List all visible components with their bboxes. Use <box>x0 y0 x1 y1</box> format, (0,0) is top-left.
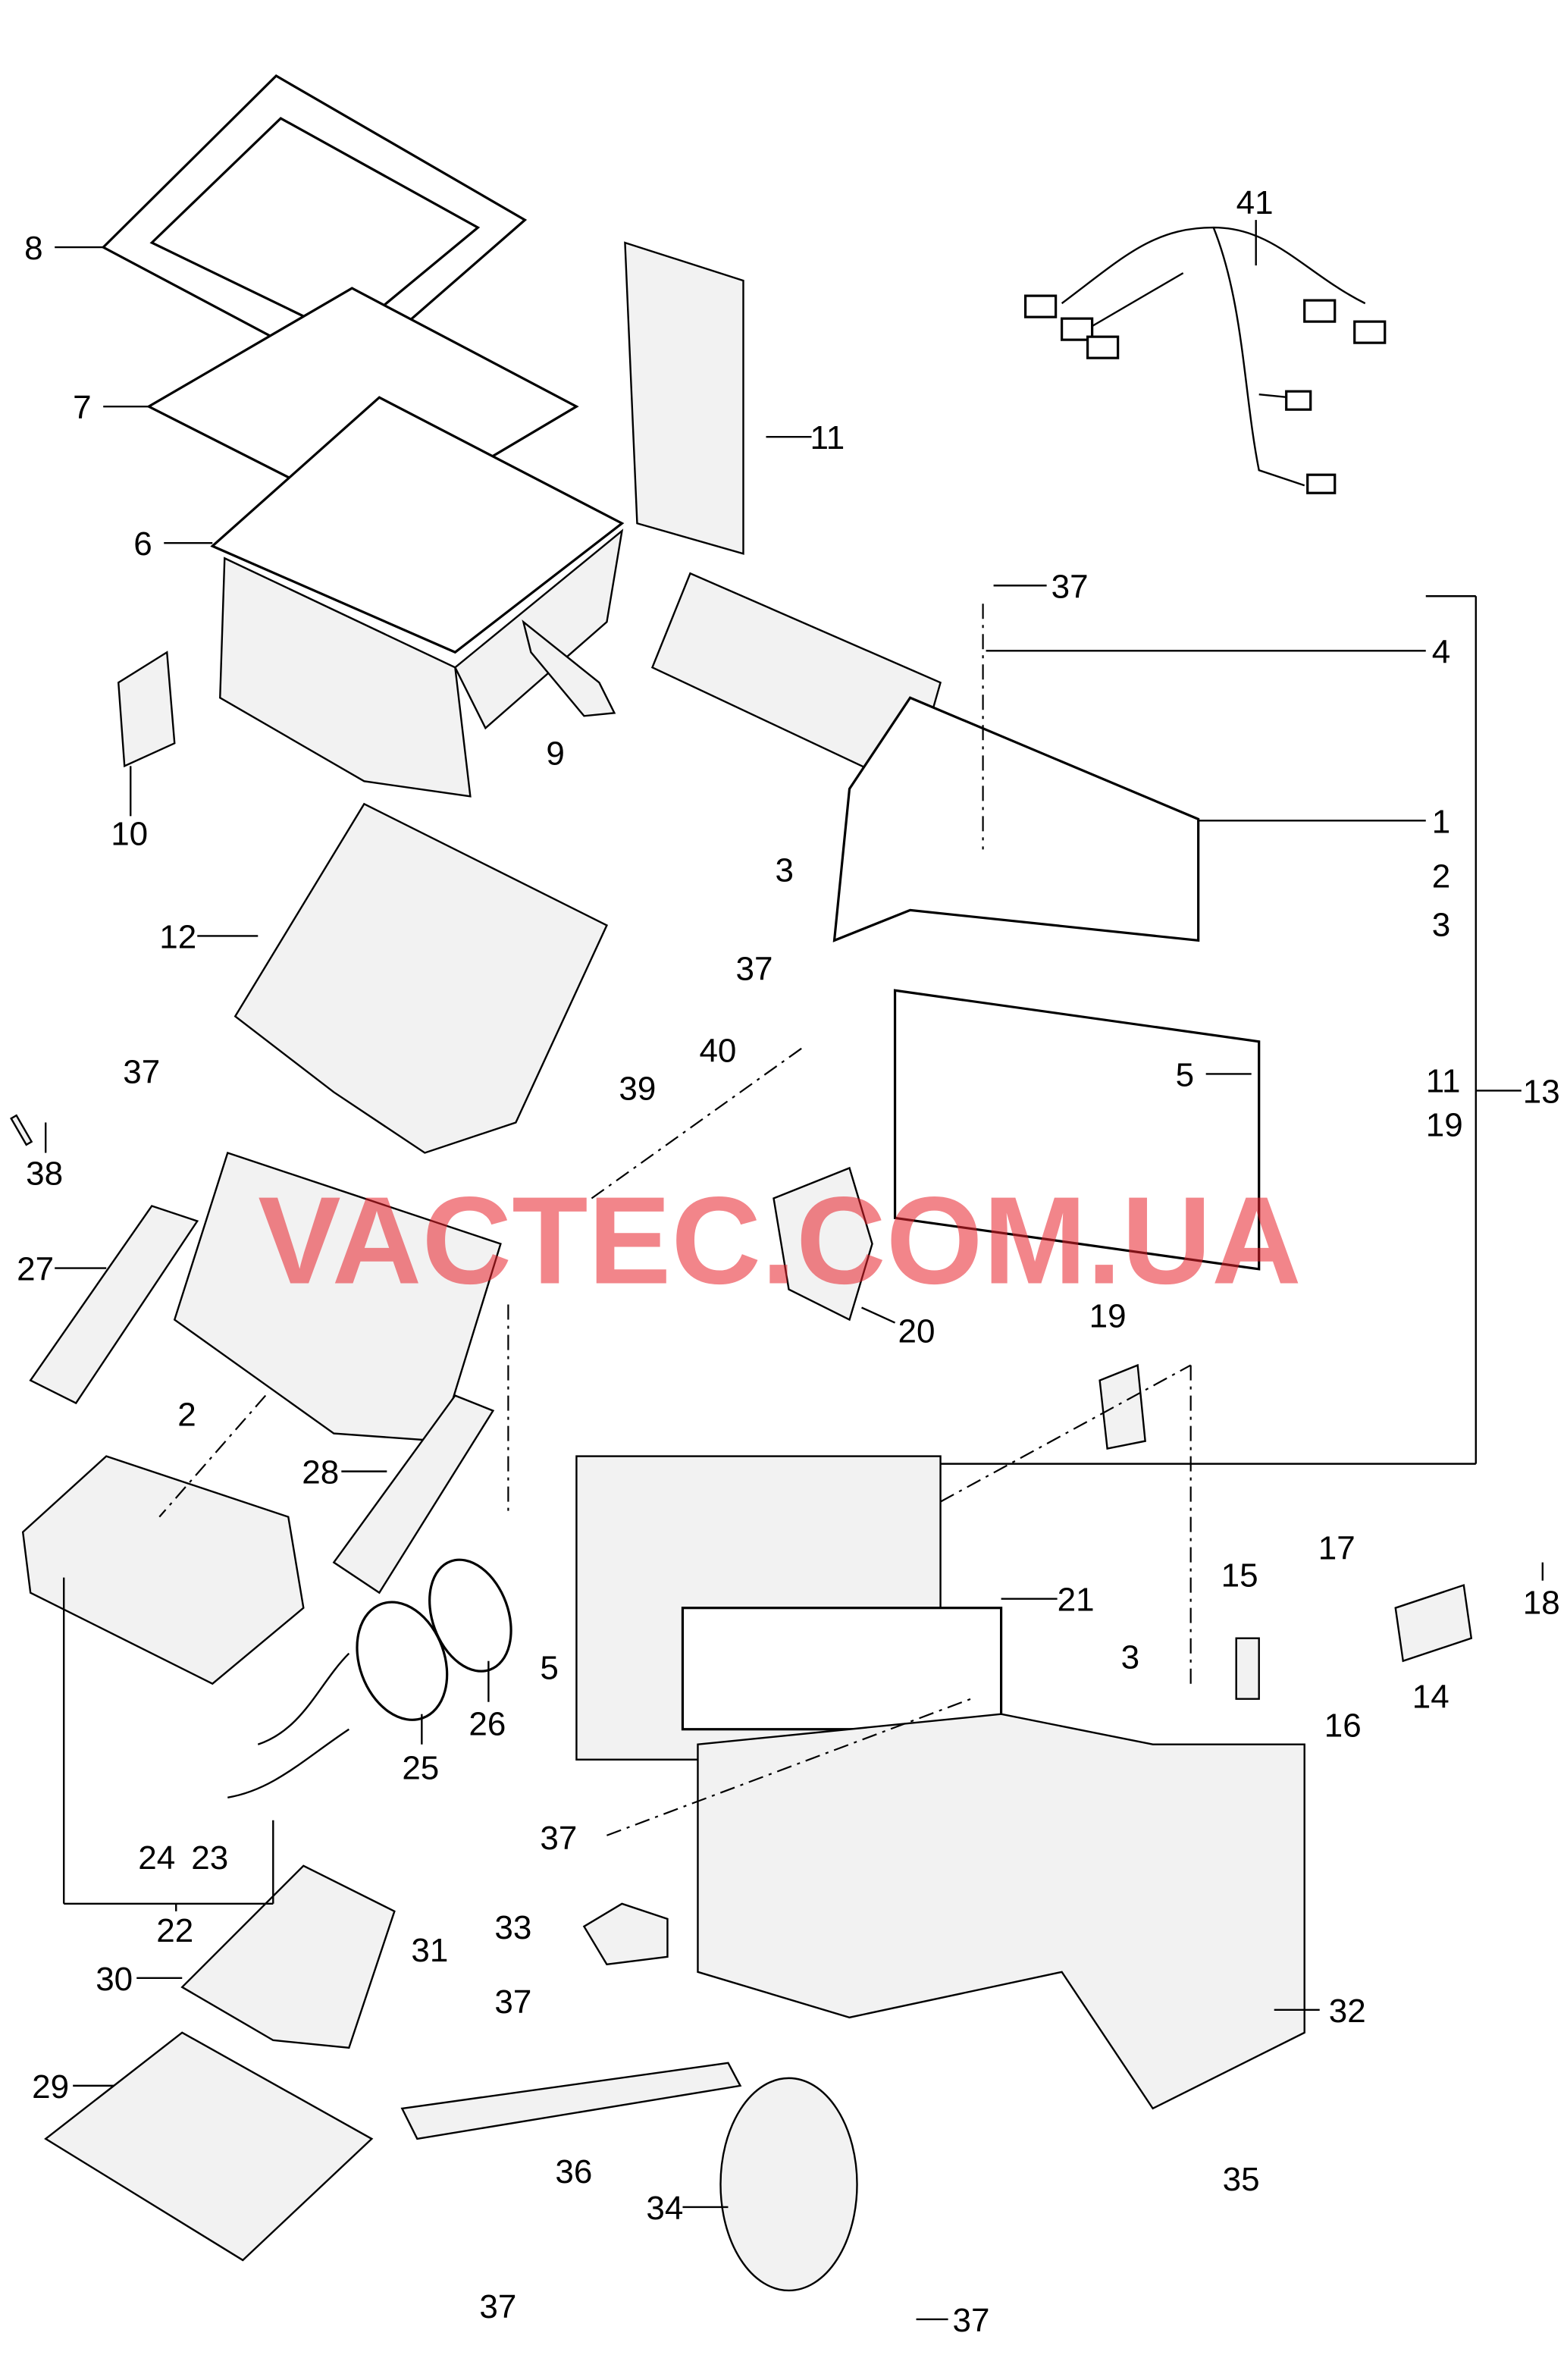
callout-11: 11 <box>1426 1062 1461 1099</box>
callout-13: 13 <box>1523 1073 1560 1110</box>
callout-10: 10 <box>111 815 148 852</box>
callout-33: 33 <box>494 1909 531 1946</box>
callout-1: 1 <box>1432 803 1450 840</box>
callout-39: 39 <box>619 1070 656 1107</box>
callout-41: 41 <box>1236 184 1274 221</box>
callout-25: 25 <box>402 1750 439 1787</box>
callout-37: 37 <box>1051 568 1089 605</box>
callout-12: 12 <box>159 918 196 955</box>
callout-14: 14 <box>1412 1679 1449 1716</box>
callout-36: 36 <box>555 2153 592 2190</box>
callout-29: 29 <box>32 2068 69 2106</box>
callout-38: 38 <box>26 1155 63 1192</box>
callout-40: 40 <box>699 1032 736 1069</box>
callout-37: 37 <box>494 1983 531 2021</box>
part-frame-8 <box>101 74 528 378</box>
callout-9: 9 <box>546 735 564 772</box>
part-harness-41 <box>1024 226 1387 494</box>
callout-4: 4 <box>1432 633 1450 670</box>
callout-5: 5 <box>1176 1056 1194 1093</box>
callout-18: 18 <box>1523 1585 1560 1622</box>
callout-37: 37 <box>123 1053 160 1090</box>
callout-21: 21 <box>1058 1582 1095 1619</box>
callout-30: 30 <box>96 1961 133 1998</box>
callout-32: 32 <box>1329 1993 1366 2030</box>
callout-37: 37 <box>479 2288 516 2325</box>
callout-23: 23 <box>191 1839 228 1877</box>
part-filter-11 <box>624 241 744 555</box>
callout-6: 6 <box>133 525 152 563</box>
callout-37: 37 <box>540 1820 577 1857</box>
part-case-12 <box>233 802 609 1154</box>
callout-3: 3 <box>1121 1639 1139 1676</box>
leader-lines <box>44 220 1544 2321</box>
part-blower-34 <box>719 2077 858 2292</box>
callout-15: 15 <box>1221 1557 1258 1595</box>
callout-17: 17 <box>1318 1530 1355 1567</box>
callout-27: 27 <box>17 1251 54 1288</box>
part-actuator-9 <box>522 619 616 717</box>
part-actuator-33 <box>582 1902 669 1966</box>
part-housing-32 <box>697 1713 1305 2110</box>
part-bracket-10 <box>117 651 176 768</box>
part-hose <box>227 1652 350 1798</box>
callout-5: 5 <box>540 1650 558 1687</box>
callout-11: 11 <box>810 419 845 456</box>
part-cover-28 <box>332 1394 495 1595</box>
callout-37: 37 <box>953 2302 990 2339</box>
callout-35: 35 <box>1223 2161 1260 2198</box>
callout-labels: 41 8 7 11 6 37 4 9 10 1 3 2 3 12 37 40 3… <box>17 184 1560 2339</box>
part-grommet-26 <box>428 1558 512 1673</box>
part-filter-21 <box>681 1607 1003 1731</box>
part-cover-27 <box>29 1205 199 1405</box>
part-case-2 <box>173 1151 502 1442</box>
callout-26: 26 <box>469 1706 506 1743</box>
part-rod-38 <box>10 1114 33 1146</box>
part-housing-1 <box>650 572 1261 1271</box>
part-duct-30 <box>180 1864 396 2049</box>
part-strip-36 <box>400 2062 742 2140</box>
callout-24: 24 <box>138 1839 175 1877</box>
part-valve-14 <box>1394 1584 1473 1663</box>
part-housing-6 <box>210 396 625 798</box>
dashed-guides <box>158 604 1192 1836</box>
part-bracket-15 <box>1235 1637 1260 1700</box>
callout-34: 34 <box>646 2190 683 2227</box>
callout-16: 16 <box>1324 1707 1362 1745</box>
callout-2: 2 <box>177 1397 196 1434</box>
callout-3: 3 <box>775 851 793 889</box>
watermark: VACTEC.COM.UA <box>258 1171 1304 1310</box>
callout-7: 7 <box>73 389 91 426</box>
callout-19: 19 <box>1426 1106 1463 1143</box>
callout-3: 3 <box>1432 906 1450 943</box>
callout-20: 20 <box>898 1313 935 1350</box>
part-heater-core-22 <box>21 1455 305 1685</box>
part-seal-19 <box>1098 1363 1146 1450</box>
part-duct-20 <box>773 1166 873 1322</box>
callout-22: 22 <box>156 1912 193 1949</box>
callout-28: 28 <box>302 1454 339 1491</box>
callout-2: 2 <box>1432 858 1450 895</box>
callout-8: 8 <box>24 230 42 267</box>
callout-31: 31 <box>411 1932 448 1969</box>
callout-37: 37 <box>735 950 773 987</box>
part-grommet-25 <box>356 1601 449 1721</box>
part-tray-29 <box>44 2031 374 2262</box>
callout-19: 19 <box>1089 1298 1127 1335</box>
